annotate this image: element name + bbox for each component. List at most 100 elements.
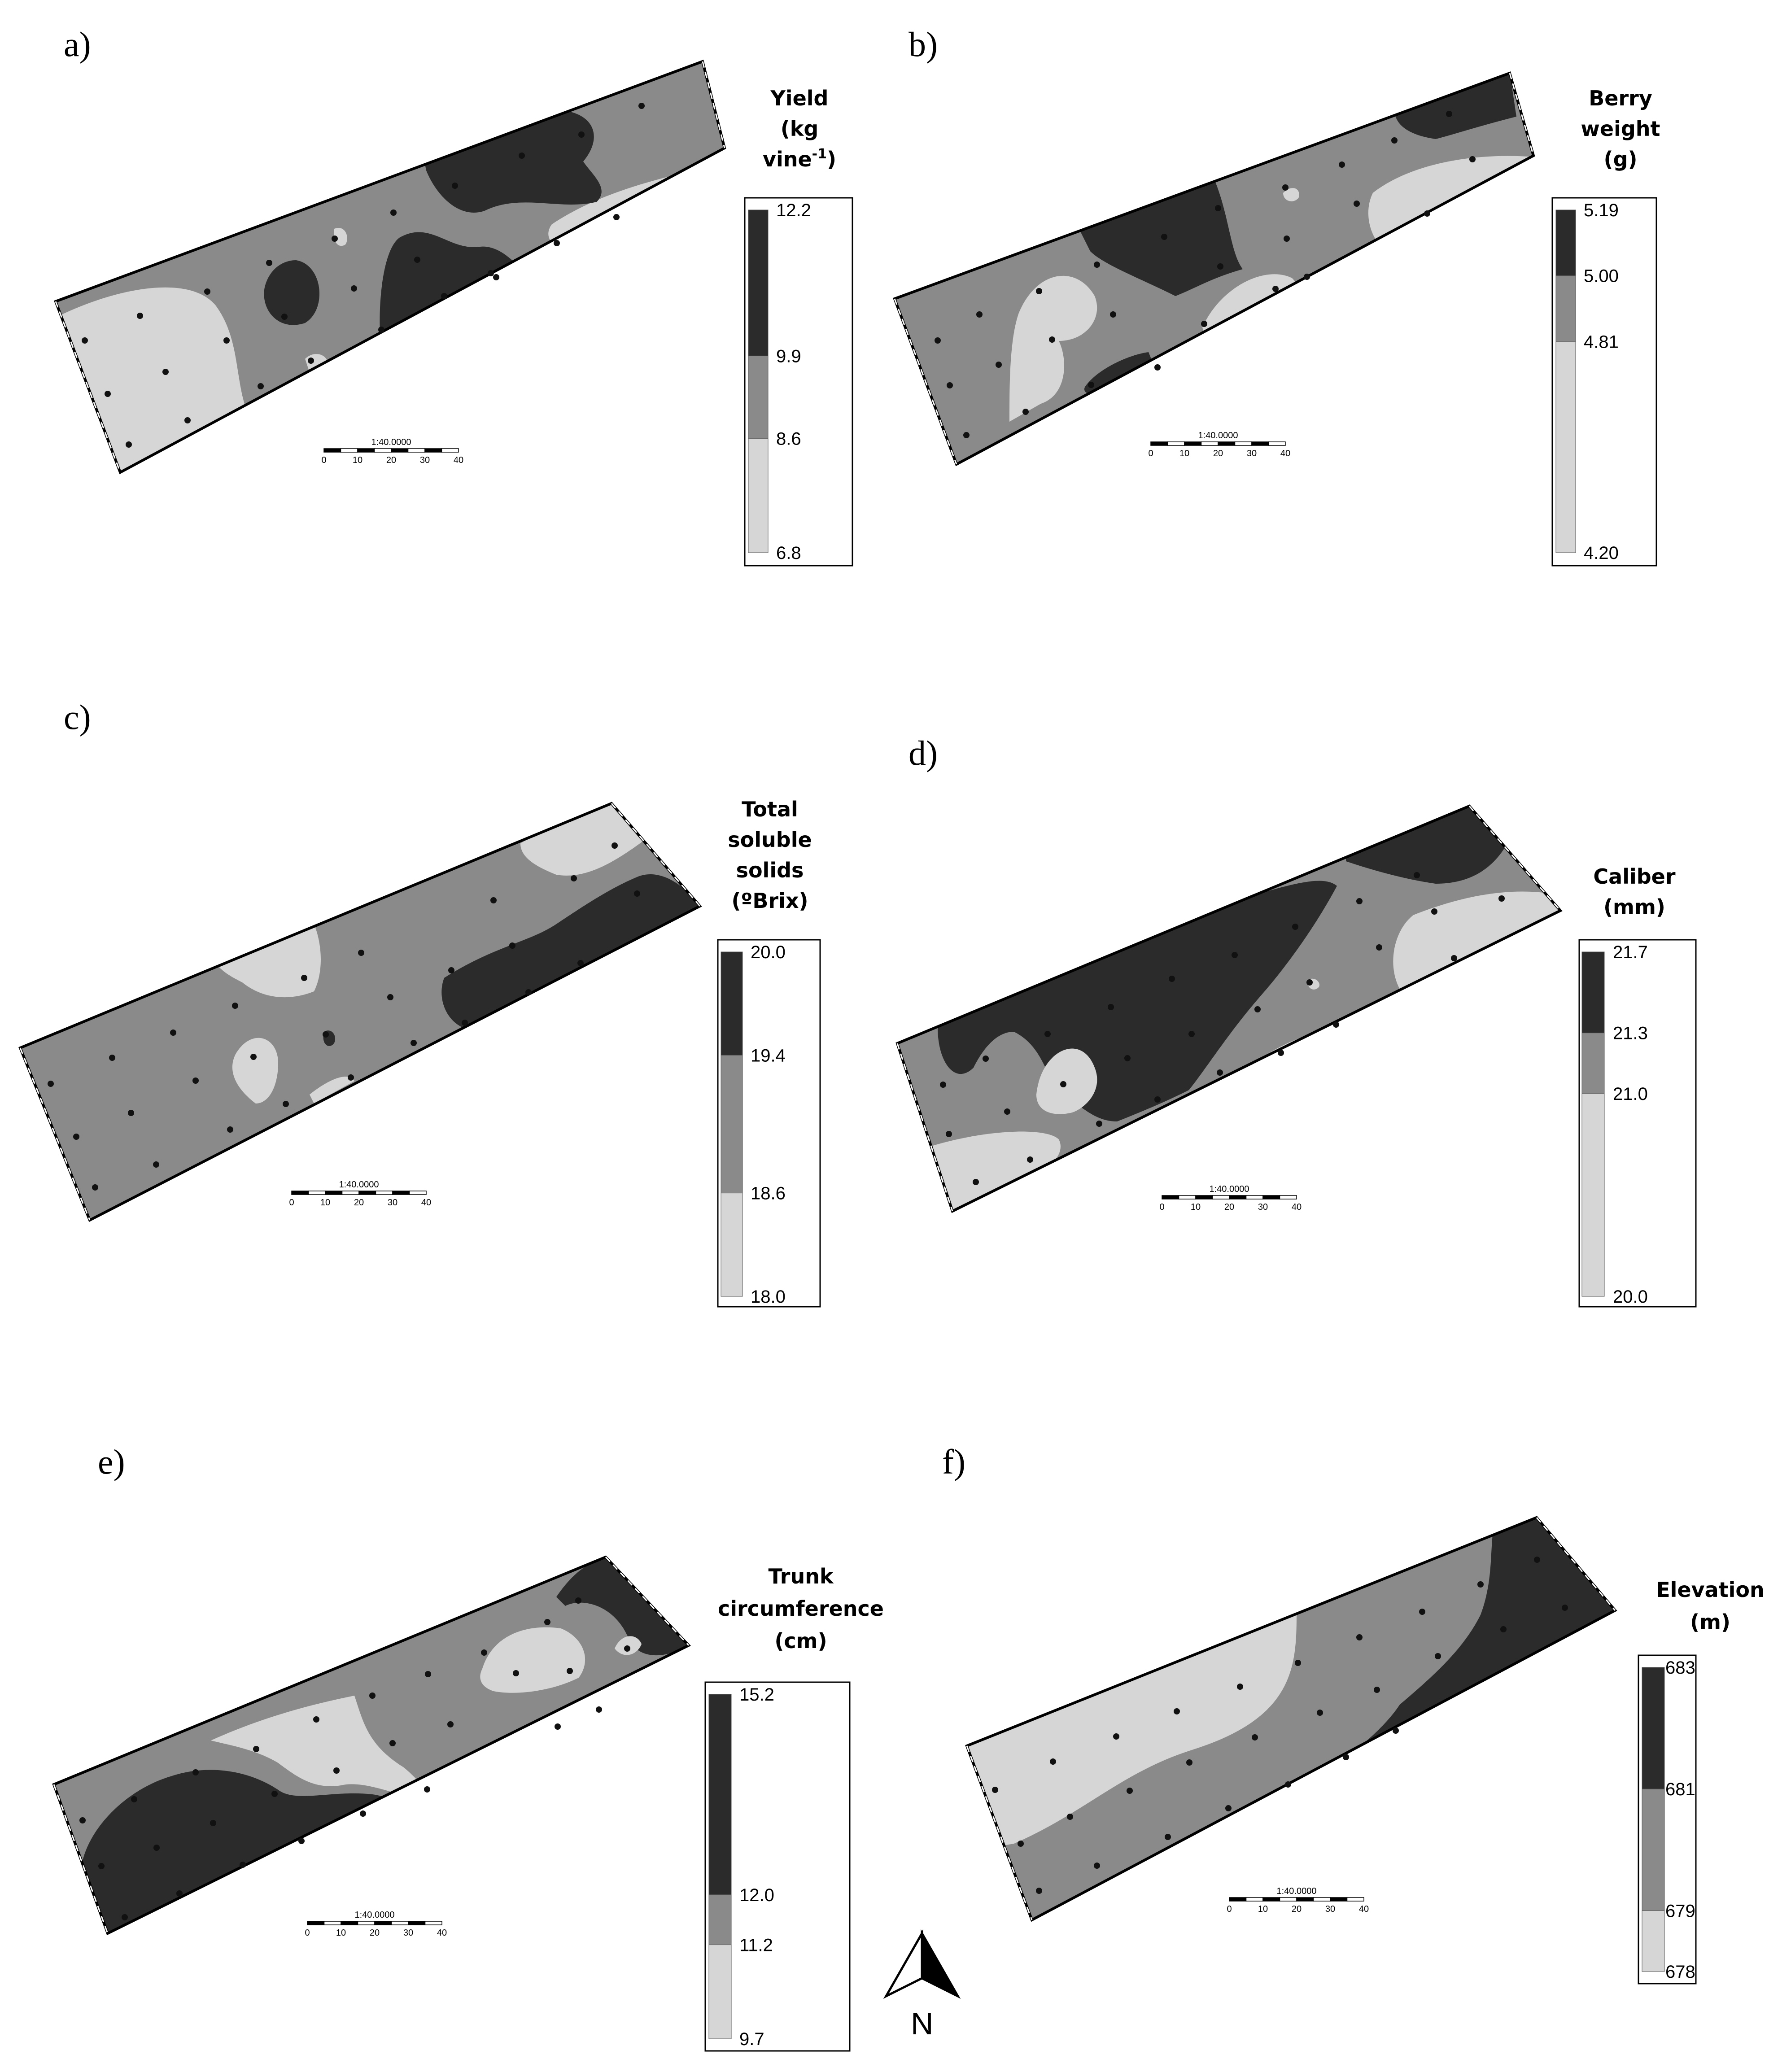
scale-tick: 10 <box>320 1198 330 1208</box>
sample-point <box>976 311 983 318</box>
scale-segment <box>374 1921 392 1925</box>
legend-class-swatch <box>708 1694 732 1895</box>
sample-point <box>638 103 645 109</box>
scale-segment <box>374 448 392 453</box>
sample-point <box>1124 1055 1131 1061</box>
sample-point <box>192 1077 199 1084</box>
scale-segment <box>358 1191 376 1195</box>
sample-point <box>554 240 560 246</box>
sample-point <box>1154 364 1161 371</box>
legend-title-line: Berry <box>1589 86 1652 110</box>
scale-segment <box>1296 1897 1314 1902</box>
sample-point <box>351 285 357 292</box>
scale-segment <box>409 1191 427 1195</box>
sample-point <box>983 1056 989 1062</box>
sample-point <box>493 274 499 280</box>
legend-class-swatch <box>1581 1033 1605 1094</box>
sample-point <box>240 1862 246 1868</box>
scale-tick: 30 <box>388 1198 397 1208</box>
scale-segment <box>1346 1897 1364 1902</box>
sample-point <box>126 441 132 448</box>
sample-point <box>153 1845 160 1851</box>
sample-point <box>1110 311 1116 318</box>
panel-a-label: a) <box>64 25 91 64</box>
legend-class-swatch <box>1642 1910 1665 1972</box>
sample-point <box>613 214 620 220</box>
scale-segment <box>441 448 459 453</box>
sample-point <box>1343 1754 1349 1760</box>
scale-label: 1:40.0000 <box>1277 1886 1317 1896</box>
panel-d-label: d) <box>909 733 938 772</box>
sample-point <box>1096 1121 1102 1127</box>
sample-point <box>308 358 314 364</box>
scale-tick: 0 <box>1159 1202 1164 1212</box>
sample-point <box>1088 382 1094 388</box>
sample-point <box>411 1040 417 1046</box>
sample-point <box>369 1692 376 1699</box>
sample-point <box>1036 288 1042 294</box>
sample-point <box>963 432 970 438</box>
legend-class-swatch <box>1642 1788 1665 1911</box>
sample-point <box>1201 321 1207 327</box>
sample-point <box>1393 1727 1399 1734</box>
scale-tick: 10 <box>1191 1202 1201 1212</box>
sample-point <box>1094 262 1100 268</box>
sample-point <box>1500 1626 1507 1632</box>
legend-class-swatch <box>1555 275 1576 342</box>
scale-tick: 40 <box>437 1928 447 1938</box>
scale-label: 1:40.0000 <box>1210 1184 1249 1194</box>
sample-point <box>79 1817 86 1823</box>
sample-point <box>1306 979 1313 986</box>
sample-point <box>513 1670 519 1676</box>
scale-segment <box>1245 1195 1263 1200</box>
sample-point <box>634 890 640 897</box>
sample-point <box>92 1184 98 1191</box>
sample-point <box>1414 872 1420 878</box>
scale-segment <box>357 1921 375 1925</box>
scale-segment <box>1245 1897 1263 1902</box>
sample-point <box>525 989 532 995</box>
sample-point <box>281 314 288 320</box>
sample-point <box>488 270 494 276</box>
sample-point <box>109 1055 115 1061</box>
sample-point <box>1154 1096 1161 1103</box>
sample-point <box>1252 1734 1258 1740</box>
sample-point <box>1169 976 1175 982</box>
scale-segment <box>1330 1897 1348 1902</box>
legend-title-line: circumference <box>718 1597 884 1621</box>
legend-tick: 9.9 <box>776 346 801 366</box>
north-arrow: N <box>883 1929 961 2041</box>
sample-point <box>122 1914 128 1920</box>
panel-f-label: f) <box>942 1442 965 1481</box>
sample-point <box>575 1597 581 1604</box>
scale-label: 1:40.0000 <box>371 437 411 447</box>
legend-class-swatch <box>1555 209 1576 276</box>
scale-tick: 30 <box>1247 449 1257 458</box>
scale-tick: 0 <box>1148 449 1153 458</box>
sample-point <box>1431 908 1437 915</box>
sample-point <box>946 1131 952 1137</box>
panel-e-label: e) <box>98 1442 125 1481</box>
legend-class-swatch <box>1581 1093 1605 1297</box>
legend-class-swatch <box>721 951 743 1056</box>
scale-segment <box>408 1921 426 1925</box>
scale-segment <box>1262 1897 1280 1902</box>
scale-segment <box>1268 441 1286 446</box>
sample-point <box>1237 1684 1243 1690</box>
legend-tick: 19.4 <box>751 1046 786 1065</box>
sample-point <box>519 153 525 159</box>
sample-point <box>170 1029 176 1036</box>
legend-title-line: (m) <box>1690 1610 1730 1634</box>
scale-tick: 30 <box>420 455 430 465</box>
legend-class-swatch <box>708 1894 732 1945</box>
sample-point <box>1304 274 1310 280</box>
scale-label: 1:40.0000 <box>339 1180 379 1190</box>
scale-segment <box>391 448 409 453</box>
sample-point <box>1018 1841 1024 1847</box>
legend-class-swatch <box>721 1193 743 1297</box>
scale-segment <box>424 448 442 453</box>
sample-point <box>1424 210 1430 217</box>
